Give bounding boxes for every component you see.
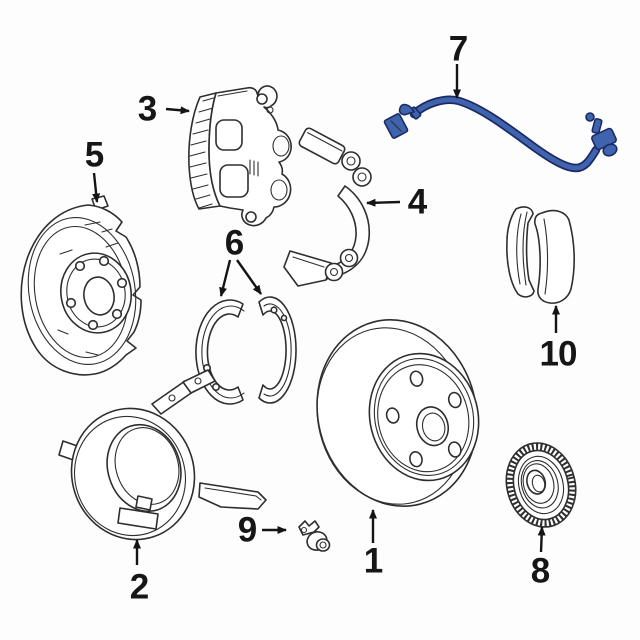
anchor-plate-drawing (58, 369, 267, 541)
callout-8: 8 (530, 551, 550, 591)
callout-10: 10 (539, 334, 578, 374)
sensor-fitting-drawing (298, 520, 331, 552)
callout-6: 6 (224, 223, 244, 263)
callout-3: 3 (137, 89, 157, 129)
brake-hose-drawing (383, 95, 618, 173)
callout-2: 2 (129, 567, 149, 607)
callout-1: 1 (363, 541, 383, 581)
brake-caliper-drawing (188, 85, 292, 227)
callout-5: 5 (84, 135, 104, 175)
parking-brake-shoes-drawing (195, 296, 297, 405)
brake-pads-drawing (506, 206, 575, 304)
callout-7: 7 (448, 29, 468, 69)
callout-arrows (92, 64, 560, 565)
wheel-bearing-drawing (505, 442, 577, 528)
callout-4: 4 (407, 182, 427, 222)
callout-9: 9 (237, 510, 257, 550)
splash-shield-drawing (20, 195, 142, 376)
caliper-bracket-drawing (283, 127, 372, 287)
brake-rotor-drawing (316, 319, 480, 507)
